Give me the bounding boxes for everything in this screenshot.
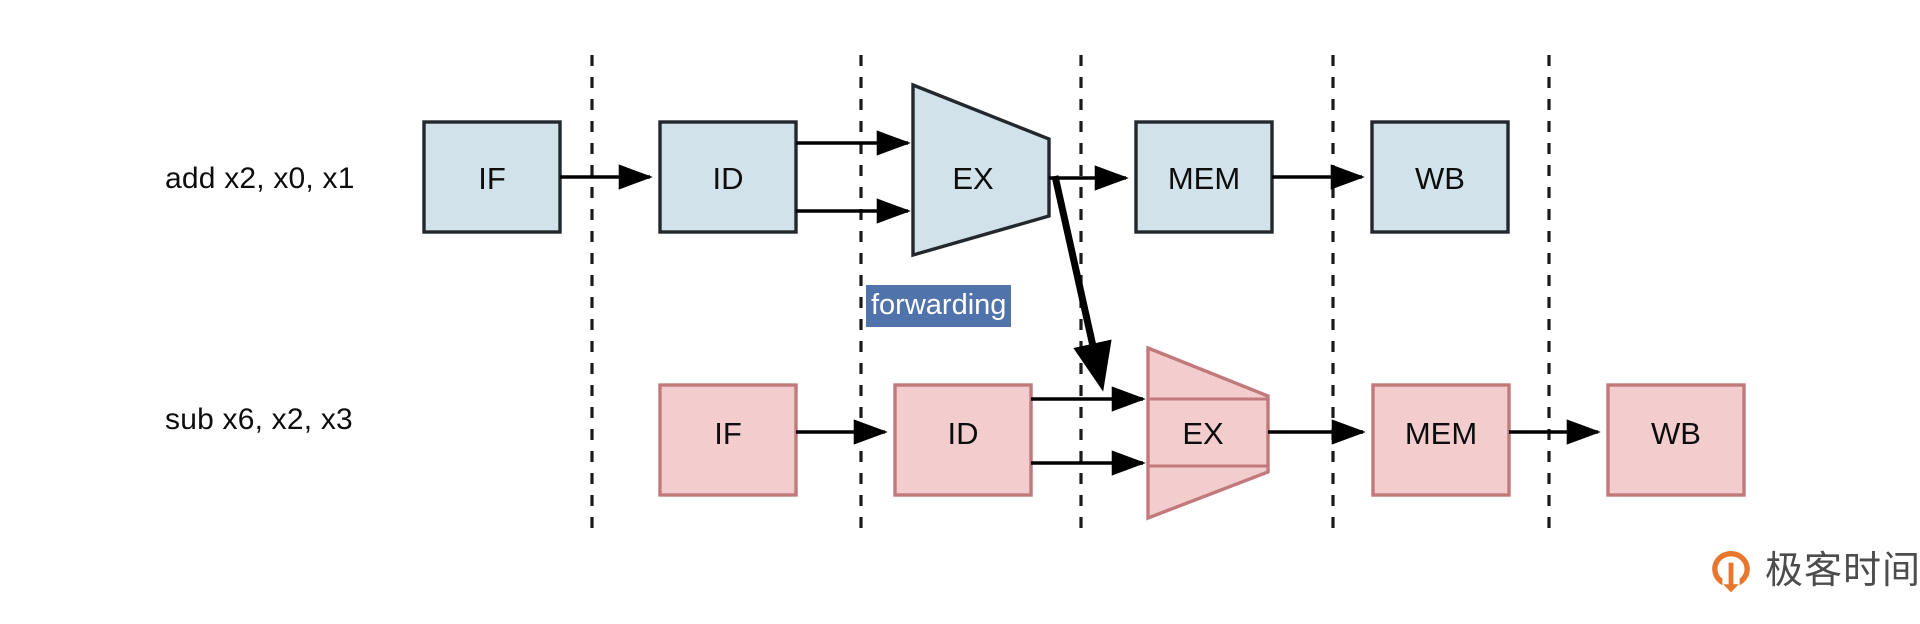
row-add-stages: IF ID EX MEM bbox=[422, 82, 1510, 258]
stage-sub-if-box[interactable] bbox=[658, 383, 798, 497]
stage-sub-if[interactable]: IF bbox=[658, 383, 798, 497]
cycle-dividers bbox=[590, 55, 1551, 536]
instruction-label-sub: sub x6, x2, x3 bbox=[165, 403, 353, 436]
stage-sub-wb[interactable]: WB bbox=[1606, 383, 1746, 497]
stage-sub-ex-alu[interactable] bbox=[1146, 345, 1270, 521]
stage-add-mem[interactable]: MEM bbox=[1134, 120, 1274, 234]
stage-sub-wb-label: WB bbox=[1651, 416, 1701, 451]
geektime-circle-arrow-icon bbox=[1708, 548, 1754, 594]
stage-add-wb[interactable]: WB bbox=[1370, 120, 1510, 234]
stage-add-if[interactable]: IF bbox=[422, 120, 562, 234]
stage-sub-mem-label: MEM bbox=[1405, 416, 1477, 451]
stage-sub-mem[interactable]: MEM bbox=[1371, 383, 1511, 497]
stage-sub-ex[interactable]: EX bbox=[1146, 345, 1270, 521]
geektime-logo-text: 极客时间 bbox=[1765, 550, 1920, 592]
stage-add-mem-box[interactable] bbox=[1134, 120, 1274, 234]
stage-sub-id-label: ID bbox=[948, 416, 979, 451]
forwarding-label: forwarding bbox=[866, 285, 1012, 327]
stage-sub-wb-box[interactable] bbox=[1606, 383, 1746, 497]
stage-add-mem-label: MEM bbox=[1168, 161, 1240, 196]
stage-add-wb-label: WB bbox=[1415, 161, 1465, 196]
stage-add-id-label: ID bbox=[713, 161, 744, 196]
row-sub-stages: IF ID EX MEM bbox=[658, 345, 1746, 521]
stage-add-ex-label: EX bbox=[952, 161, 994, 196]
stage-add-if-label: IF bbox=[478, 161, 506, 196]
stage-sub-id[interactable]: ID bbox=[893, 383, 1033, 497]
stage-sub-ex-label: EX bbox=[1182, 416, 1224, 451]
geektime-logo: 极客时间 bbox=[1708, 548, 1920, 594]
stage-add-wb-box[interactable] bbox=[1370, 120, 1510, 234]
stage-sub-id-box[interactable] bbox=[893, 383, 1033, 497]
stage-add-ex[interactable]: EX bbox=[911, 82, 1051, 258]
stage-add-ex-alu[interactable] bbox=[911, 82, 1051, 258]
forwarding-arrow bbox=[1051, 175, 1112, 392]
instruction-label-add: add x2, x0, x1 bbox=[165, 162, 355, 195]
stage-sub-if-label: IF bbox=[714, 416, 742, 451]
stage-sub-mem-box[interactable] bbox=[1371, 383, 1511, 497]
stage-add-id[interactable]: ID bbox=[658, 120, 798, 234]
stage-add-id-box[interactable] bbox=[658, 120, 798, 234]
